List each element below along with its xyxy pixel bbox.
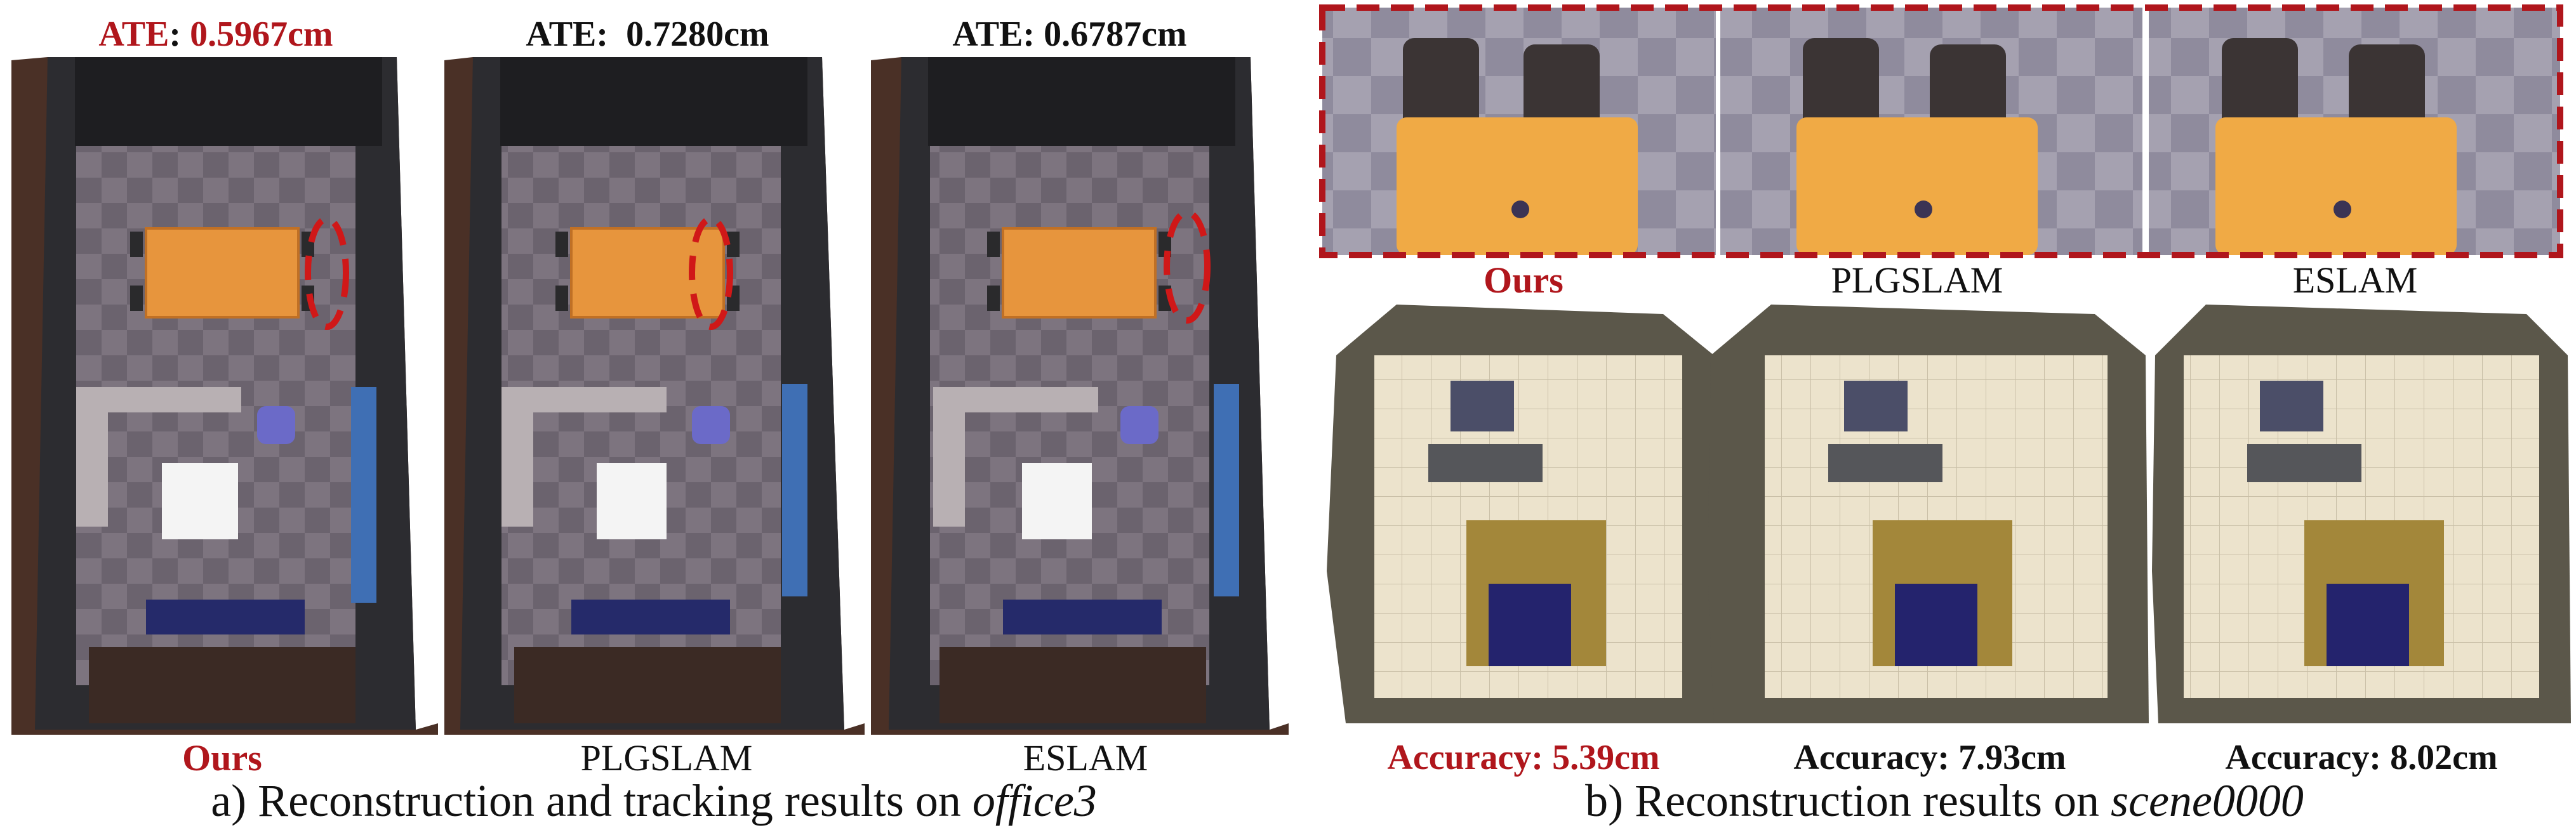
ate-label-plgslam: ATE: 0.7280cm: [526, 15, 769, 54]
method-label-eslam: ESLAM: [1023, 737, 1148, 779]
ate-label-eslam: ATE: 0.6787cm: [952, 15, 1187, 54]
zoom-label-ours: Ours: [1484, 260, 1564, 301]
caption-panel-b: b) Reconstruction results on scene0000: [1585, 775, 2304, 826]
zoom-crop-plgslam: [1720, 8, 2142, 255]
ate-label-ours: ATE: 0.5967cm: [98, 15, 333, 54]
office3-render-ours: [11, 57, 438, 735]
method-label-ours: Ours: [182, 737, 262, 779]
accuracy-label-eslam: Accuracy: 8.02cm: [2225, 738, 2498, 777]
office3-render-plgslam: [444, 57, 865, 735]
office3-render-eslam: [871, 57, 1289, 735]
zoom-label-plgslam: PLGSLAM: [1831, 260, 2003, 301]
accuracy-label-plgslam: Accuracy: 7.93cm: [1793, 738, 2066, 777]
zoom-crop-eslam: [2149, 8, 2560, 255]
scene0000-render-eslam: [2152, 305, 2571, 723]
zoom-crop-ours: [1322, 8, 1716, 255]
caption-panel-a: a) Reconstruction and tracking results o…: [211, 775, 1097, 826]
scene0000-render-ours: [1327, 305, 1717, 723]
zoom-label-eslam: ESLAM: [2292, 260, 2418, 301]
scene0000-render-plgslam: [1708, 305, 2149, 723]
accuracy-label-ours: Accuracy: 5.39cm: [1387, 738, 1660, 777]
zoom-strip: [1319, 4, 2563, 258]
method-label-plgslam: PLGSLAM: [580, 737, 753, 779]
